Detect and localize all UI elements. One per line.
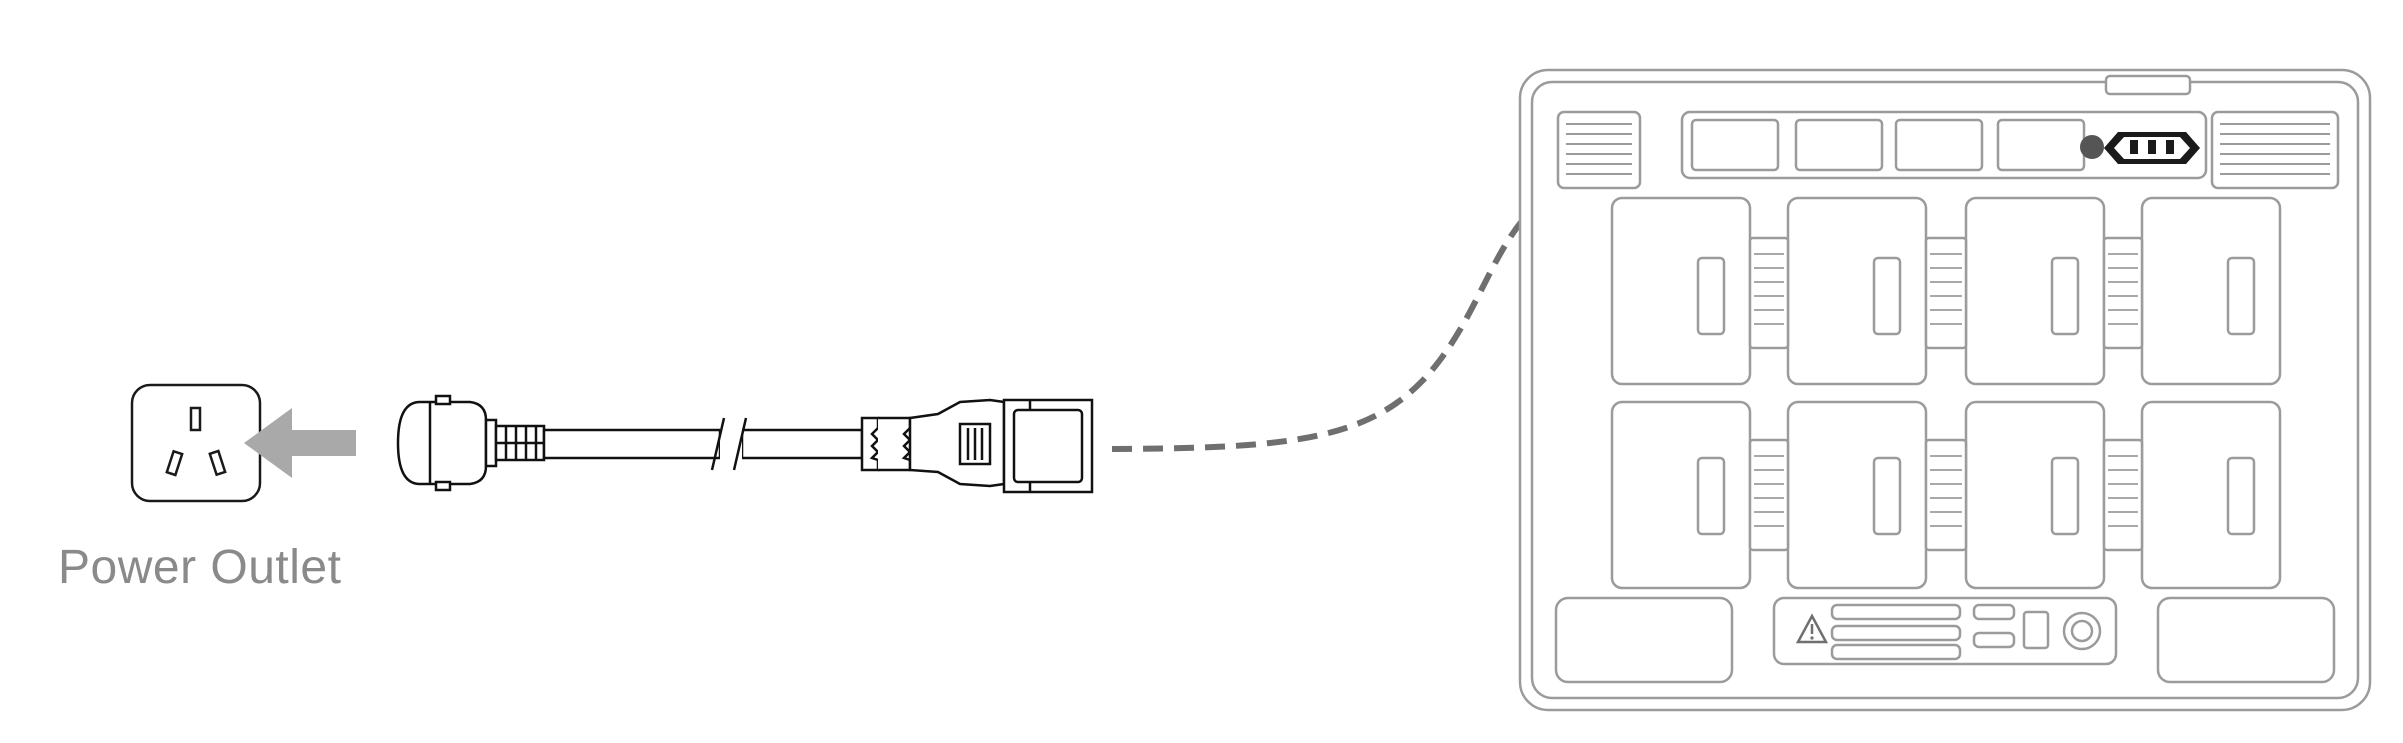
direction-arrow-icon: [244, 408, 356, 478]
ac-cable-icon: [542, 417, 864, 471]
charging-hub-icon: [1518, 68, 2372, 712]
dashed-route-line: [1111, 142, 2093, 452]
power-outlet-icon: [130, 383, 262, 503]
power-plug-icon: [396, 394, 546, 492]
power-outlet-label: Power Outlet: [58, 541, 342, 594]
iec-connector-icon: [860, 398, 1094, 494]
warning-icon: [1795, 613, 1829, 644]
ac-input-port-icon: [2080, 132, 2200, 164]
